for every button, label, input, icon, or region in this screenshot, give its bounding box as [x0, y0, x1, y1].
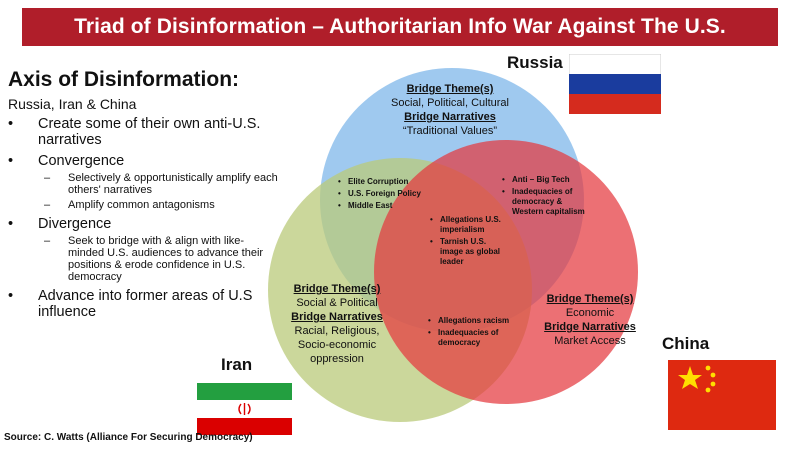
bullet-item: Convergence Selectively & opportunistica…: [8, 153, 278, 211]
iran-flag-icon: [197, 383, 292, 435]
russia-china-overlap: Anti – Big Tech Inadequacies of democrac…: [502, 175, 594, 219]
russia-label: Bridge Theme(s) Social, Political, Cultu…: [391, 83, 509, 137]
china-label: Bridge Theme(s) Economic Bridge Narrativ…: [544, 293, 636, 347]
iran-name: Iran: [221, 355, 253, 374]
china-name: China: [662, 334, 710, 353]
title-bar: Triad of Disinformation – Authoritarian …: [22, 8, 778, 46]
china-flag-icon: [668, 360, 776, 430]
all-three-overlap: Allegations U.S. imperialism Tarnish U.S…: [430, 215, 502, 269]
source-note: Source: C. Watts (Alliance For Securing …: [4, 432, 253, 443]
iran-china-overlap: Allegations racism Inadequacies of democ…: [428, 316, 510, 350]
russia-flag-icon: [569, 54, 661, 114]
page-title: Triad of Disinformation – Authoritarian …: [74, 15, 726, 38]
russia-name: Russia: [507, 53, 563, 72]
bullet-list: Create some of their own anti-U.S. narra…: [8, 116, 278, 320]
left-subheading: Russia, Iran & China: [8, 96, 137, 112]
left-heading: Axis of Disinformation:: [8, 68, 240, 91]
sub-bullet-item: Seek to bridge with & align with like-mi…: [38, 235, 278, 283]
sub-bullet-item: Amplify common antagonisms: [38, 199, 278, 211]
bullet-item: Create some of their own anti-U.S. narra…: [8, 116, 278, 148]
bullet-item: Advance into former areas of U.S influen…: [8, 288, 278, 320]
iran-label: Bridge Theme(s) Social & Political Bridg…: [291, 283, 383, 365]
bullet-item: Divergence Seek to bridge with & align w…: [8, 216, 278, 283]
sub-bullet-item: Selectively & opportunistically amplify …: [38, 172, 278, 196]
russia-iran-overlap: Elite Corruption U.S. Foreign Policy Mid…: [338, 177, 430, 213]
left-panel: Axis of Disinformation: Russia, Iran & C…: [8, 68, 278, 325]
